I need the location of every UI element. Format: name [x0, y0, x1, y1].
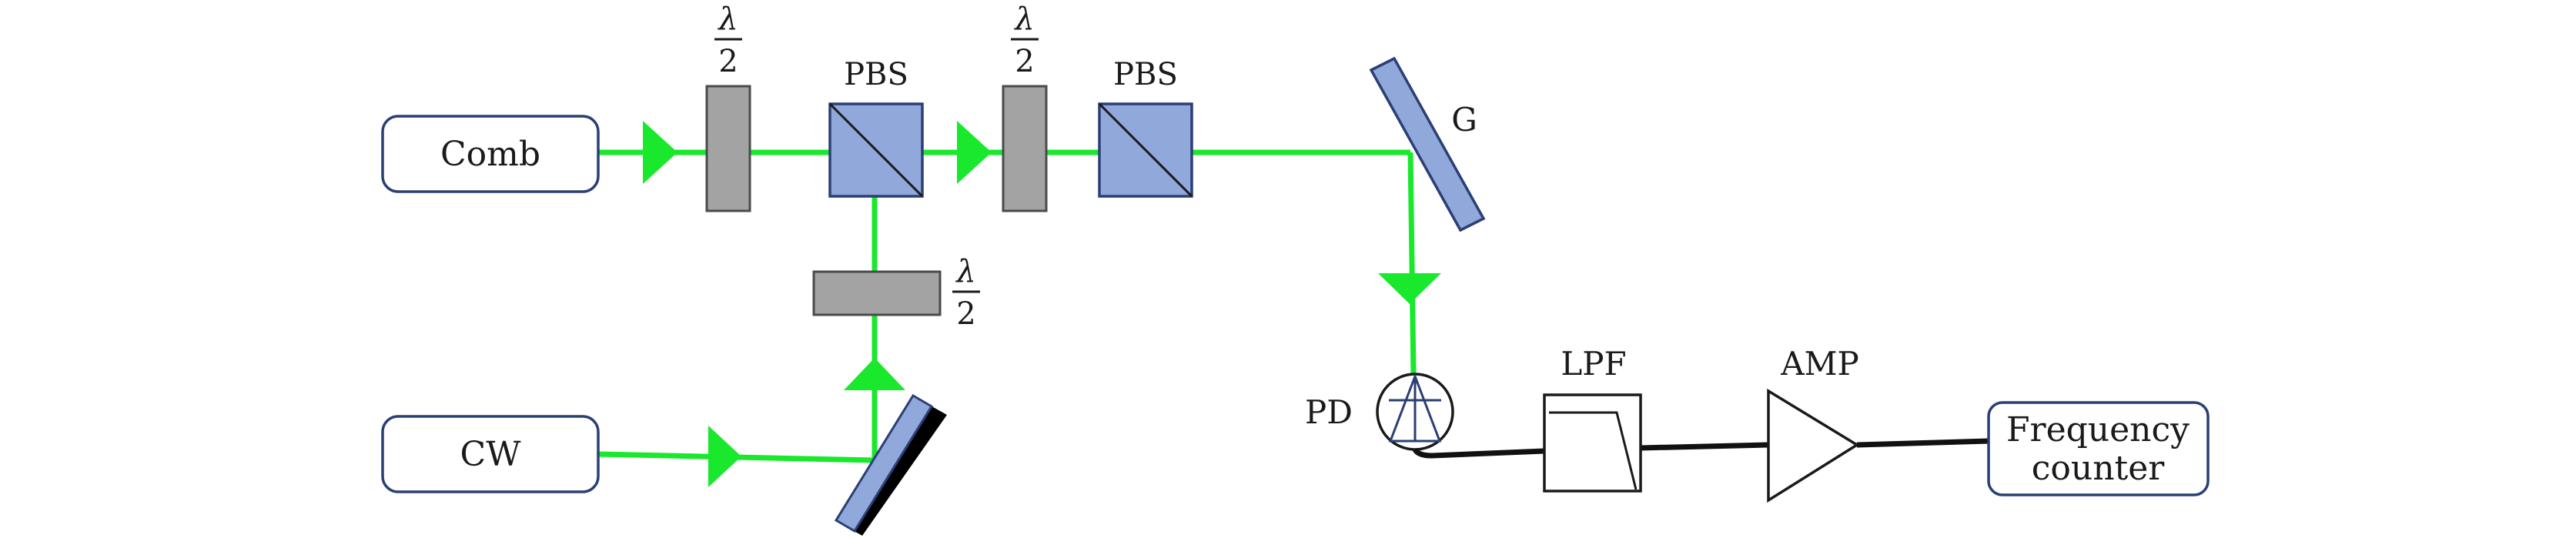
grating-label: G	[1451, 101, 1477, 139]
low-pass-filter: LPF	[1543, 345, 1642, 493]
waveplate-3: λ 2	[812, 254, 980, 332]
arrow-to-pd	[1378, 273, 1441, 304]
wire-pd-to-lpf	[1412, 448, 1545, 459]
pd-label: PD	[1305, 393, 1353, 431]
waveplate-3-numerator: λ	[955, 254, 975, 289]
pbs-2: PBS	[1098, 57, 1193, 198]
arrow-cw-beam	[708, 426, 741, 487]
comb-box	[381, 115, 600, 193]
pbs-2-diagonal	[1098, 102, 1193, 198]
grating: G	[1369, 56, 1486, 232]
wire-amp-to-counter	[1856, 438, 1989, 448]
lpf-label: LPF	[1561, 345, 1626, 383]
pbs-1: PBS	[828, 57, 924, 198]
waveplate-1-numerator: λ	[717, 2, 738, 37]
comb-label: Comb	[440, 135, 540, 174]
signal-wires	[1412, 438, 1989, 459]
mirror-surface	[834, 393, 934, 533]
cw-box	[381, 415, 600, 493]
amplifier: AMP	[1767, 345, 1860, 503]
waveplate-3-denominator: 2	[956, 296, 975, 332]
beam-grating-to-pd	[1407, 152, 1417, 376]
waveplate-1-body	[705, 85, 751, 212]
amp-triangle	[1767, 388, 1860, 503]
comb-source: Comb	[381, 115, 600, 193]
waveplate-2-denominator: 2	[1015, 44, 1034, 79]
cw-label: CW	[460, 435, 522, 474]
lpf-box	[1543, 393, 1642, 493]
arrow-after-pbs1	[957, 121, 992, 184]
arrow-comb-beam	[643, 121, 677, 184]
frequency-counter: Frequency counter	[1987, 401, 2210, 496]
mirror	[834, 393, 947, 536]
arrow-vertical-up	[844, 358, 905, 390]
waveplate-1: λ 2	[705, 2, 751, 212]
lpf-response-curve	[1549, 411, 1638, 490]
counter-box	[1987, 401, 2210, 496]
counter-label-line2: counter	[2032, 449, 2166, 488]
waveplate-2: λ 2	[1002, 2, 1048, 212]
wire-lpf-to-amp	[1640, 442, 1769, 451]
pbs-2-label: PBS	[1113, 57, 1178, 92]
waveplate-1-denominator: 2	[718, 44, 738, 79]
beam-arrows	[643, 121, 1441, 487]
pbs-1-diagonal	[828, 102, 924, 198]
waveplate-3-body	[812, 270, 942, 316]
photodetector: PD	[1305, 373, 1454, 451]
waveplate-2-numerator: λ	[1013, 2, 1034, 37]
amp-label: AMP	[1780, 345, 1859, 383]
waveplate-2-body	[1002, 85, 1048, 212]
pbs-1-label: PBS	[844, 57, 908, 92]
counter-label-line1: Frequency	[2006, 410, 2190, 449]
grating-plate	[1369, 56, 1486, 232]
cw-source: CW	[381, 415, 600, 493]
